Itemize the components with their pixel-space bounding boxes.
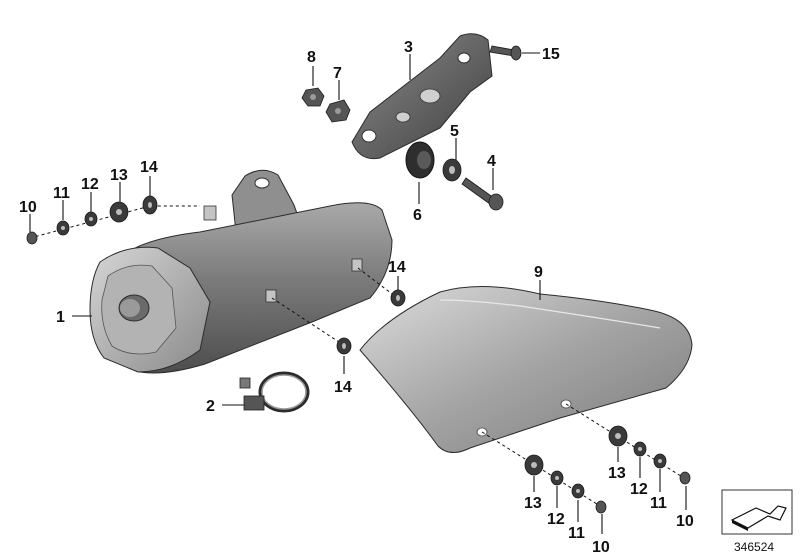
callout-13-b: 13 bbox=[608, 465, 626, 482]
callout-15: 15 bbox=[542, 46, 560, 63]
reference-arrow-icon bbox=[721, 489, 793, 535]
callout-12-left: 12 bbox=[81, 176, 99, 193]
screw-4-part bbox=[461, 177, 504, 211]
callout-14-lower: 14 bbox=[334, 379, 352, 396]
heat-shield-part bbox=[359, 285, 693, 453]
leader-lines bbox=[29, 52, 687, 534]
mid-hardware bbox=[271, 267, 406, 355]
lower-hardware-stack-a bbox=[481, 431, 607, 514]
callout-2: 2 bbox=[206, 398, 215, 415]
left-hardware-stack bbox=[26, 195, 200, 245]
callout-3: 3 bbox=[404, 39, 413, 56]
silencer-part bbox=[89, 169, 393, 374]
rubber-mount-part bbox=[405, 141, 435, 179]
callout-13-a: 13 bbox=[524, 495, 542, 512]
callout-11-a: 11 bbox=[568, 525, 585, 542]
callout-9: 9 bbox=[534, 264, 543, 281]
callout-7: 7 bbox=[333, 65, 342, 82]
callout-labels: 1 2 3 4 5 6 7 8 9 15 14 13 12 11 10 14 1… bbox=[19, 39, 694, 556]
washer-5-part bbox=[442, 158, 462, 182]
screw-15-part bbox=[489, 45, 522, 61]
callout-14-left: 14 bbox=[140, 159, 158, 176]
lower-hardware-stack-b bbox=[565, 403, 691, 485]
callout-10-left: 10 bbox=[19, 199, 37, 216]
callout-1: 1 bbox=[56, 309, 65, 326]
nut-7-part bbox=[325, 99, 351, 123]
nut-8-part bbox=[301, 87, 325, 107]
callout-10-a: 10 bbox=[592, 539, 610, 556]
callout-12-b: 12 bbox=[630, 481, 648, 498]
bracket-part bbox=[351, 33, 493, 160]
callout-13-left: 13 bbox=[110, 167, 128, 184]
callout-12-a: 12 bbox=[547, 511, 565, 528]
callout-11-left: 11 bbox=[53, 185, 70, 202]
reference-number: 346524 bbox=[734, 540, 775, 554]
callout-11-b: 11 bbox=[650, 495, 667, 512]
callout-10-b: 10 bbox=[676, 513, 694, 530]
callout-14-upper: 14 bbox=[388, 259, 406, 276]
callout-4: 4 bbox=[487, 153, 496, 170]
clamp-part bbox=[239, 371, 310, 413]
callout-5: 5 bbox=[450, 123, 459, 140]
callout-6: 6 bbox=[413, 207, 422, 224]
callout-8: 8 bbox=[307, 49, 316, 66]
